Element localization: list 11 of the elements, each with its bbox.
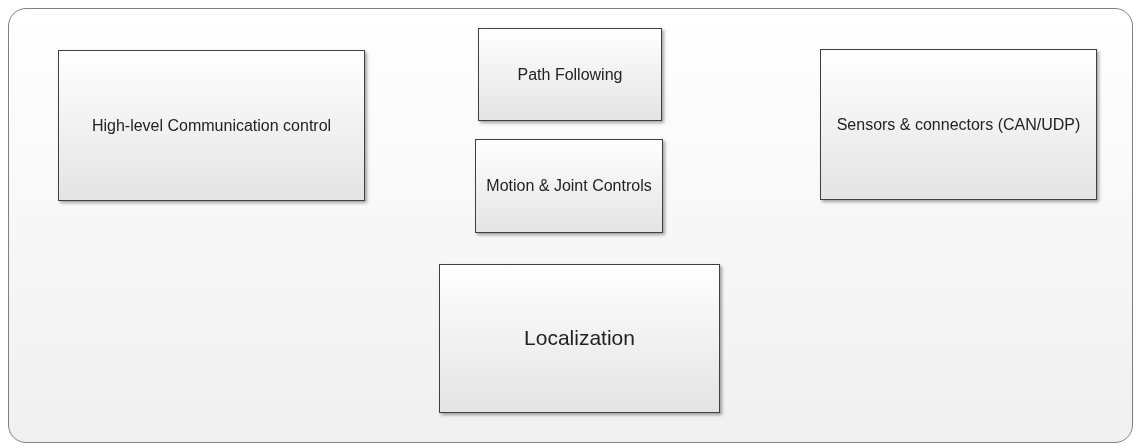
box-label: Path Following bbox=[517, 64, 623, 85]
box-label: High-level Communication control bbox=[91, 115, 332, 136]
box-label: Localization bbox=[524, 325, 635, 352]
container-box bbox=[8, 8, 1133, 443]
process-box bbox=[58, 50, 365, 201]
process-box bbox=[439, 264, 720, 413]
box-label: Motion & Joint Controls bbox=[486, 176, 652, 196]
process-box bbox=[475, 139, 663, 233]
process-box bbox=[820, 49, 1097, 200]
process-box bbox=[478, 28, 662, 121]
box-label: Sensors & connectors (CAN/UDP) bbox=[836, 114, 1081, 135]
